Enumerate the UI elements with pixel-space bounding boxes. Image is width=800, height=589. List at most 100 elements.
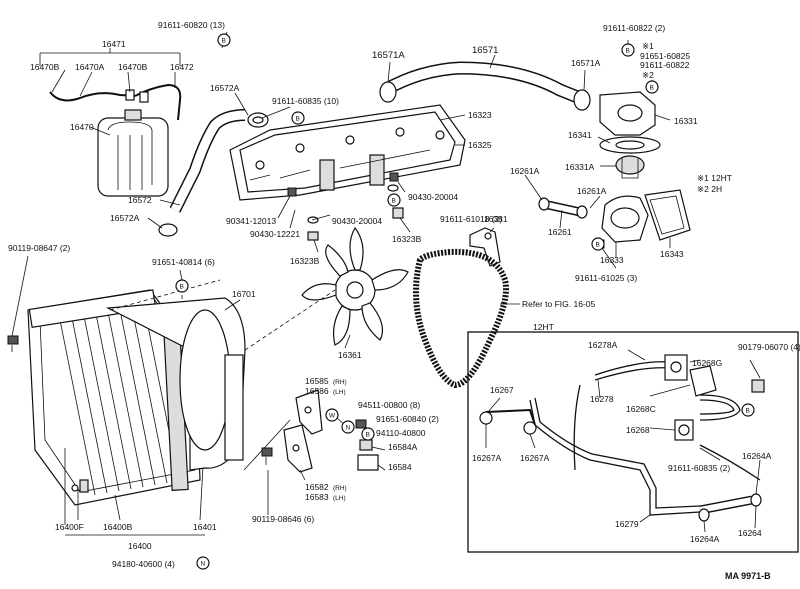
label-16582-rh: (RH) xyxy=(333,485,347,492)
label-91651-60840: 91651-60840 (2) xyxy=(376,414,439,424)
nut-06070 xyxy=(751,379,765,393)
label-16381: 16381 xyxy=(484,214,508,224)
hose-clamp-lower xyxy=(158,223,178,237)
label-16583: 16583 xyxy=(305,492,329,502)
label-16400: 16400 xyxy=(128,541,152,551)
fan-blade-5 xyxy=(301,283,337,301)
svg-text:B: B xyxy=(180,284,184,291)
clamp-16261a-l xyxy=(538,197,550,211)
label-90430-20004-a: 90430-20004 xyxy=(408,192,458,202)
label-91611-61018: 91611-61018 (2) xyxy=(440,214,502,224)
callout-b-8: B xyxy=(361,427,375,441)
label-16585-rh: (RH) xyxy=(333,379,347,386)
label-16264a-r: 16264A xyxy=(742,451,772,461)
label-mark1: ※1 xyxy=(642,41,654,51)
callout-b-1: B xyxy=(217,33,231,47)
label-90430-12221: 90430-12221 xyxy=(250,229,300,239)
label-91651-60825: 91651-60825 xyxy=(640,51,690,61)
drain-plug xyxy=(71,484,79,492)
label-90430-20004-b: 90430-20004 xyxy=(332,216,382,226)
12ht-box xyxy=(467,331,799,553)
label-16572a-bot: 16572A xyxy=(110,213,140,223)
label-94180-40600: 94180-40600 (4) xyxy=(112,559,175,569)
pipe-16278a xyxy=(594,361,671,376)
label-16571: 16571 xyxy=(472,45,498,56)
label-16471: 16471 xyxy=(102,39,126,49)
thermostat-housing-group xyxy=(597,40,671,179)
cushion-16584 xyxy=(357,454,379,471)
fan-blade-3 xyxy=(361,302,383,341)
callout-b-9: B xyxy=(741,403,755,417)
water-manifold-group xyxy=(229,104,466,253)
label-90119-08646: 90119-08646 (6) xyxy=(252,514,314,524)
label-16361: 16361 xyxy=(338,350,362,360)
svg-text:B: B xyxy=(296,116,300,123)
label-16323b-b: 16323B xyxy=(290,256,320,266)
label-16470a: 16470A xyxy=(75,62,105,72)
overflow-hose xyxy=(49,91,136,102)
clamp-16267a-l xyxy=(479,411,493,425)
label-16267a-r: 16267A xyxy=(520,453,550,463)
callout-b-6: B xyxy=(591,237,605,251)
bolt-60840 xyxy=(355,419,367,429)
label-16323: 16323 xyxy=(468,110,492,120)
label-16470b-r: 16470B xyxy=(118,62,148,72)
clamp-16264a-r xyxy=(750,493,762,507)
label-16571a-r: 16571A xyxy=(571,58,601,68)
clamp-16571a-l xyxy=(379,81,397,103)
label-16268g: 16268G xyxy=(692,358,722,368)
fan-blade-6 xyxy=(325,244,349,277)
label-16268c: 16268C xyxy=(626,404,656,414)
callout-b-4: B xyxy=(645,80,659,94)
label-16268: 16268 xyxy=(626,425,650,435)
svg-text:B: B xyxy=(222,38,226,45)
upper-radiator-hose-group xyxy=(147,31,291,237)
callout-b-3: B xyxy=(621,43,635,57)
plug-16323b-b xyxy=(307,231,319,241)
label-16333: 16333 xyxy=(600,255,624,265)
fan-blade-2 xyxy=(371,269,409,291)
fan-shroud-group xyxy=(105,279,336,471)
label-16583-lh: (LH) xyxy=(333,495,346,502)
label-16401: 16401 xyxy=(193,522,217,532)
label-16261a-l: 16261A xyxy=(510,166,540,176)
label-12ht: 12HT xyxy=(533,322,554,332)
label-16586-lh: (LH) xyxy=(333,389,346,396)
bolt-08647 xyxy=(7,335,19,345)
label-16586: 16586 xyxy=(305,386,329,396)
thermostat-16331a xyxy=(615,155,645,175)
callout-b-7: B xyxy=(175,279,189,293)
label-16572a-top: 16572A xyxy=(210,83,240,93)
svg-text:B: B xyxy=(650,85,654,92)
label-16325: 16325 xyxy=(468,140,492,150)
label-16261a-r: 16261A xyxy=(577,186,607,196)
svg-text:B: B xyxy=(392,198,396,205)
label-16400f: 16400F xyxy=(55,522,84,532)
label-legend-1: ※1 12HT xyxy=(697,173,732,183)
label-mark2: ※2 xyxy=(642,70,654,80)
label-16572: 16572 xyxy=(128,195,152,205)
label-16341: 16341 xyxy=(568,130,592,140)
label-16323b-a: 16323B xyxy=(392,234,422,244)
callout-n-1: N xyxy=(341,420,355,434)
label-16582: 16582 xyxy=(305,482,329,492)
label-16331: 16331 xyxy=(674,116,698,126)
label-90341-12013: 90341-12013 xyxy=(226,216,276,226)
reservoir-tank-group xyxy=(39,48,182,197)
label-16571a-l: 16571A xyxy=(372,50,405,61)
label-16472: 16472 xyxy=(170,62,194,72)
clamp-16261a-r xyxy=(576,205,588,219)
label-94110-40800: 94110-40800 xyxy=(376,428,426,438)
label-legend-2: ※2 2H xyxy=(697,184,722,194)
part-labels: 16471 16470B 16470A 16470B 16472 16470 9… xyxy=(8,20,800,581)
callouts: B B B B B B B B B W N N xyxy=(175,33,755,570)
label-16264a-b: 16264A xyxy=(690,534,720,544)
pipe-16279 xyxy=(529,399,701,516)
label-16278: 16278 xyxy=(590,394,614,404)
fan-belt-group xyxy=(413,248,520,389)
radiator-group xyxy=(7,255,206,536)
washer-a xyxy=(387,184,399,192)
bypass-group xyxy=(524,174,691,269)
label-91611-60820: 91611-60820 (13) xyxy=(158,20,225,30)
